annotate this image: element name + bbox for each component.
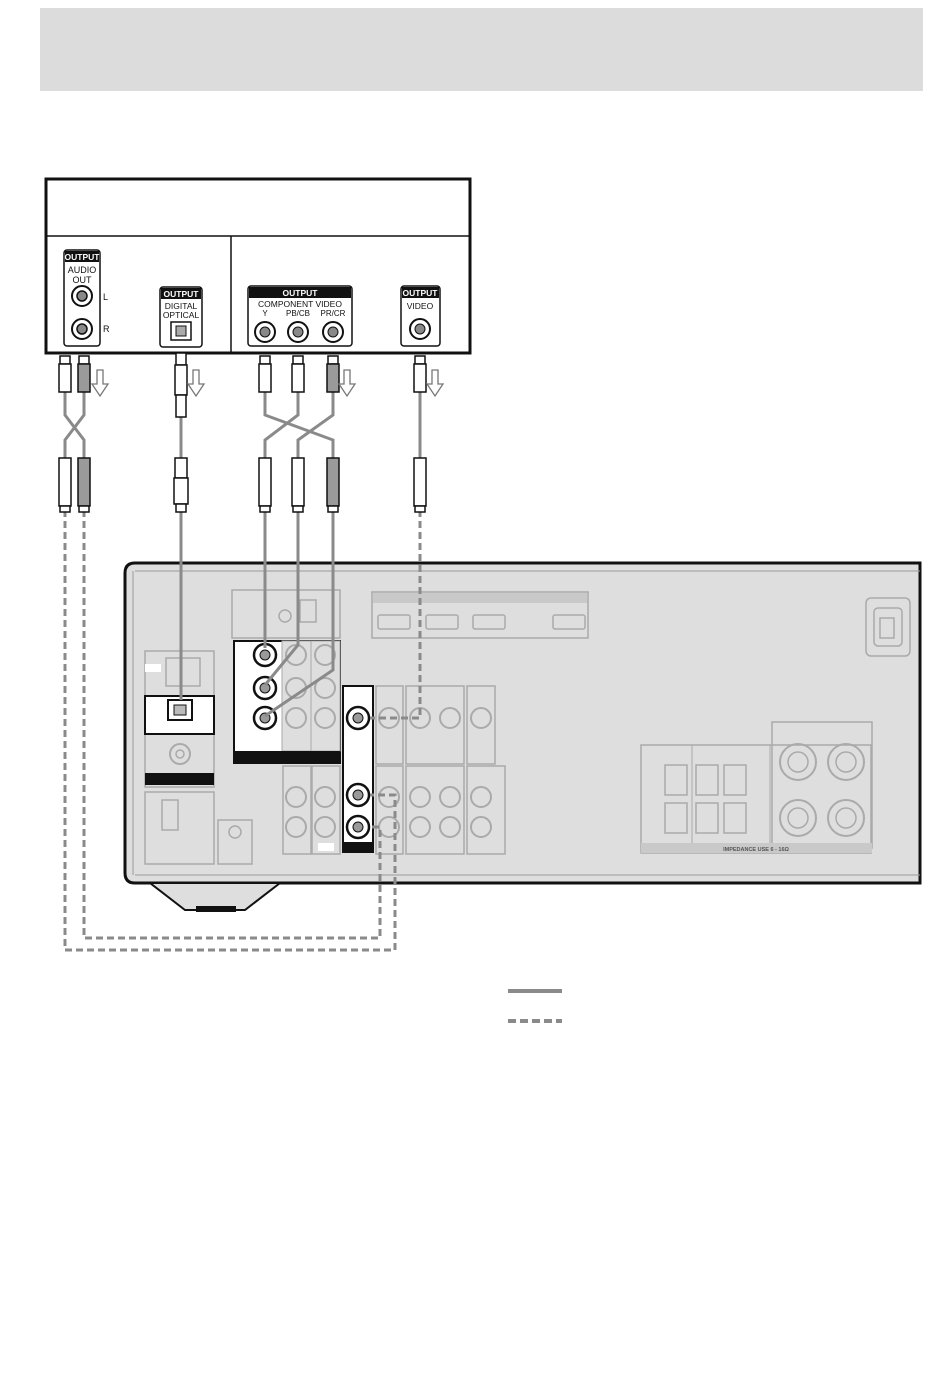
cable-legend xyxy=(508,991,562,1021)
impedance-label: IMPEDANCE USE 6 - 16Ω xyxy=(723,847,789,853)
component-pr-label: PR/CR xyxy=(321,309,346,318)
digital-output-badge: OUTPUT xyxy=(164,289,200,299)
audio-out-label-1: AUDIO xyxy=(68,265,97,275)
digital-label-2: OPTICAL xyxy=(163,310,200,320)
audio-out-label-2: OUT xyxy=(73,275,93,285)
audio-left-label: L xyxy=(103,292,108,302)
lower-plugs xyxy=(59,458,426,512)
component-label: COMPONENT VIDEO xyxy=(258,299,342,309)
component-y-label: Y xyxy=(262,309,268,318)
source-device: OUTPUT AUDIO OUT L R OUTPUT DIGITAL OPTI… xyxy=(46,179,470,353)
receiver-rear-panel: IMPEDANCE USE 6 - 16Ω xyxy=(125,563,920,912)
audio-right-label: R xyxy=(103,324,110,334)
video-output-badge: OUTPUT xyxy=(403,288,439,298)
video-label: VIDEO xyxy=(407,301,434,311)
upper-plugs xyxy=(59,353,426,417)
component-video-jacks: OUTPUT COMPONENT VIDEO Y PB/CB PR/CR xyxy=(248,286,352,346)
component-output-badge: OUTPUT xyxy=(283,288,319,298)
component-pb-label: PB/CB xyxy=(286,309,310,318)
audio-output-badge: OUTPUT xyxy=(65,252,101,262)
